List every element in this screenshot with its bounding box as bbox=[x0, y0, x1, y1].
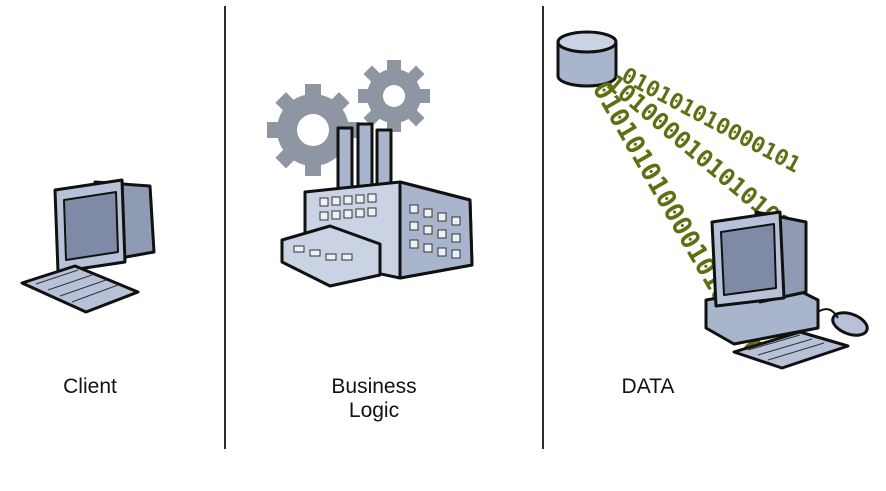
data-label: DATA bbox=[621, 375, 675, 398]
divider-left bbox=[224, 6, 226, 449]
business-logic-label: Business Logic bbox=[314, 375, 434, 423]
client-label: Client bbox=[63, 375, 117, 398]
gear-small-icon bbox=[358, 60, 430, 132]
business-logic-label-line2: Logic bbox=[348, 399, 400, 422]
business-logic-label-line1: Business bbox=[331, 375, 417, 398]
divider-right bbox=[542, 6, 544, 449]
database-icon bbox=[556, 30, 618, 88]
gear-icon bbox=[267, 84, 359, 176]
workstation-icon bbox=[704, 210, 869, 370]
